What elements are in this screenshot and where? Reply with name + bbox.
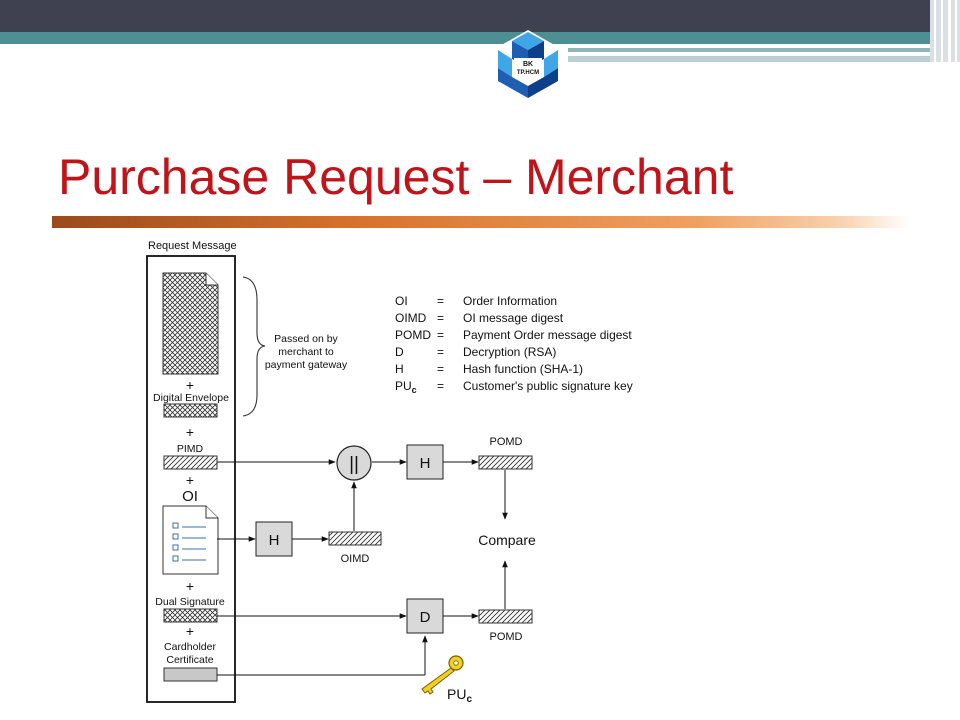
puc-key-sub: c bbox=[466, 694, 472, 705]
title-rule bbox=[52, 216, 910, 228]
oimd-label: OIMD bbox=[341, 553, 370, 565]
legend-eq-puc: = bbox=[437, 379, 444, 393]
legend-desc-pomd: Payment Order message digest bbox=[463, 328, 632, 342]
decrypt-box-label: D bbox=[420, 609, 431, 626]
legend-abbr-oimd: OIMD bbox=[395, 311, 427, 325]
legend-abbr-puc-main: PU bbox=[395, 379, 412, 393]
teal-bar-thin bbox=[568, 48, 960, 52]
concatenation-symbol: || bbox=[349, 454, 359, 475]
legend-desc-puc: Customer's public signature key bbox=[463, 379, 633, 393]
decrypt-box bbox=[406, 598, 444, 634]
legend-desc-d: Decryption (RSA) bbox=[463, 345, 556, 359]
page-title: Purchase Request – Merchant bbox=[58, 149, 734, 205]
checklist-icon bbox=[172, 522, 206, 562]
pimd-label: PIMD bbox=[177, 443, 204, 455]
hash-box-top-label: H bbox=[420, 455, 431, 472]
legend-eq-oi: = bbox=[437, 294, 444, 308]
legend-desc-oi: Order Information bbox=[463, 294, 557, 308]
payment-info-document bbox=[162, 272, 219, 375]
digital-envelope-label: Digital Envelope bbox=[153, 392, 229, 404]
pomd-bottom-label: POMD bbox=[490, 631, 523, 643]
hash-box-oi bbox=[255, 521, 293, 557]
logo-text-city: TP.HCM bbox=[517, 70, 539, 76]
hash-box-top bbox=[406, 444, 444, 480]
plus-sign-2: + bbox=[186, 424, 194, 440]
concatenation-node bbox=[336, 445, 372, 481]
pomd-top-label: POMD bbox=[490, 436, 523, 448]
right-stripes bbox=[930, 0, 960, 62]
legend-eq-h: = bbox=[437, 362, 444, 376]
passed-on-text-1: Passed on by bbox=[274, 333, 338, 345]
hash-box-oi-label: H bbox=[269, 532, 280, 549]
top-bar bbox=[0, 0, 960, 32]
legend-abbr-d: D bbox=[395, 345, 404, 359]
pomd-top-bar bbox=[478, 455, 533, 470]
dual-signature-bar bbox=[163, 608, 218, 623]
passed-on-brace bbox=[242, 276, 266, 417]
puc-key-label: PUc bbox=[447, 686, 472, 705]
pomd-bottom-bar bbox=[478, 609, 533, 624]
legend-abbr-oi: OI bbox=[395, 294, 408, 308]
plus-sign-4: + bbox=[186, 578, 194, 594]
cardholder-label-1: Cardholder bbox=[164, 641, 216, 653]
legend-desc-oimd: OI message digest bbox=[463, 311, 564, 325]
legend-abbr-puc: PUc bbox=[395, 379, 417, 395]
legend-abbr-puc-sub: c bbox=[412, 385, 417, 395]
logo: BK TP.HCM bbox=[498, 30, 558, 98]
legend-eq-oimd: = bbox=[437, 311, 444, 325]
oi-label: OI bbox=[182, 488, 198, 505]
flow-arrows bbox=[217, 459, 508, 676]
puc-key-main: PU bbox=[447, 686, 466, 702]
pimd-bar bbox=[163, 455, 218, 470]
teal-bar bbox=[0, 32, 960, 44]
request-message-frame bbox=[146, 255, 236, 703]
passed-on-text-2: merchant to bbox=[278, 346, 334, 358]
legend-abbr-pomd: POMD bbox=[395, 328, 431, 342]
oimd-bar bbox=[328, 531, 382, 546]
legend-eq-d: = bbox=[437, 345, 444, 359]
teal-bar-light bbox=[568, 56, 960, 62]
purchase-request-diagram: Request Message + Digital Envelope + PIM… bbox=[146, 240, 633, 705]
compare-label: Compare bbox=[478, 532, 536, 548]
digital-envelope-bar bbox=[163, 403, 218, 418]
legend-eq-pomd: = bbox=[437, 328, 444, 342]
passed-on-text-3: payment gateway bbox=[265, 359, 348, 371]
plus-sign-1: + bbox=[186, 377, 194, 393]
key-icon bbox=[421, 655, 464, 695]
plus-sign-3: + bbox=[186, 472, 194, 488]
legend: OI = Order Information OIMD = OI message… bbox=[395, 294, 633, 395]
dual-signature-label: Dual Signature bbox=[155, 596, 225, 608]
cardholder-label-2: Certificate bbox=[166, 654, 213, 666]
legend-abbr-h: H bbox=[395, 362, 404, 376]
legend-desc-h: Hash function (SHA-1) bbox=[463, 362, 583, 376]
plus-sign-5: + bbox=[186, 623, 194, 639]
request-message-label: Request Message bbox=[148, 240, 237, 252]
cardholder-certificate-bar bbox=[163, 667, 218, 682]
logo-text-bk: BK bbox=[523, 61, 533, 68]
